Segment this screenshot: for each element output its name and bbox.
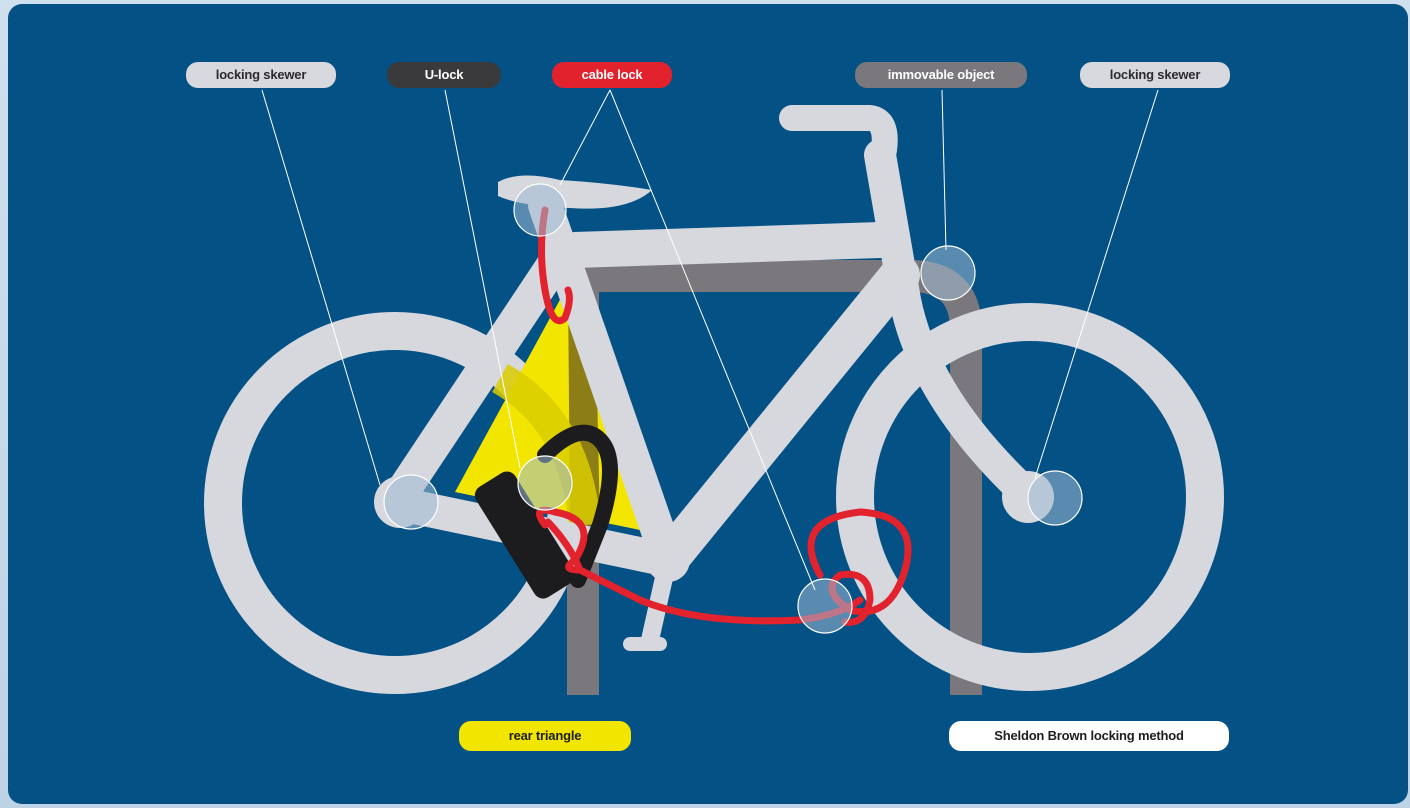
label-cable-lock: cable lock [552, 62, 672, 88]
bike-frame [395, 155, 1030, 644]
label-immovable-object: immovable object [855, 62, 1027, 88]
label-method: Sheldon Brown locking method [949, 721, 1229, 751]
label-locking-skewer-left: locking skewer [186, 62, 336, 88]
marker-front-skewer [1028, 471, 1082, 525]
marker-crank-cable [798, 579, 852, 633]
marker-u-lock [518, 456, 572, 510]
label-u-lock: U-lock [387, 62, 501, 88]
marker-saddle-cable [514, 184, 566, 236]
label-rear-triangle: rear triangle [459, 721, 631, 751]
label-locking-skewer-right: locking skewer [1080, 62, 1230, 88]
marker-immovable [921, 246, 975, 300]
crank [646, 538, 690, 582]
marker-rear-skewer [384, 475, 438, 529]
